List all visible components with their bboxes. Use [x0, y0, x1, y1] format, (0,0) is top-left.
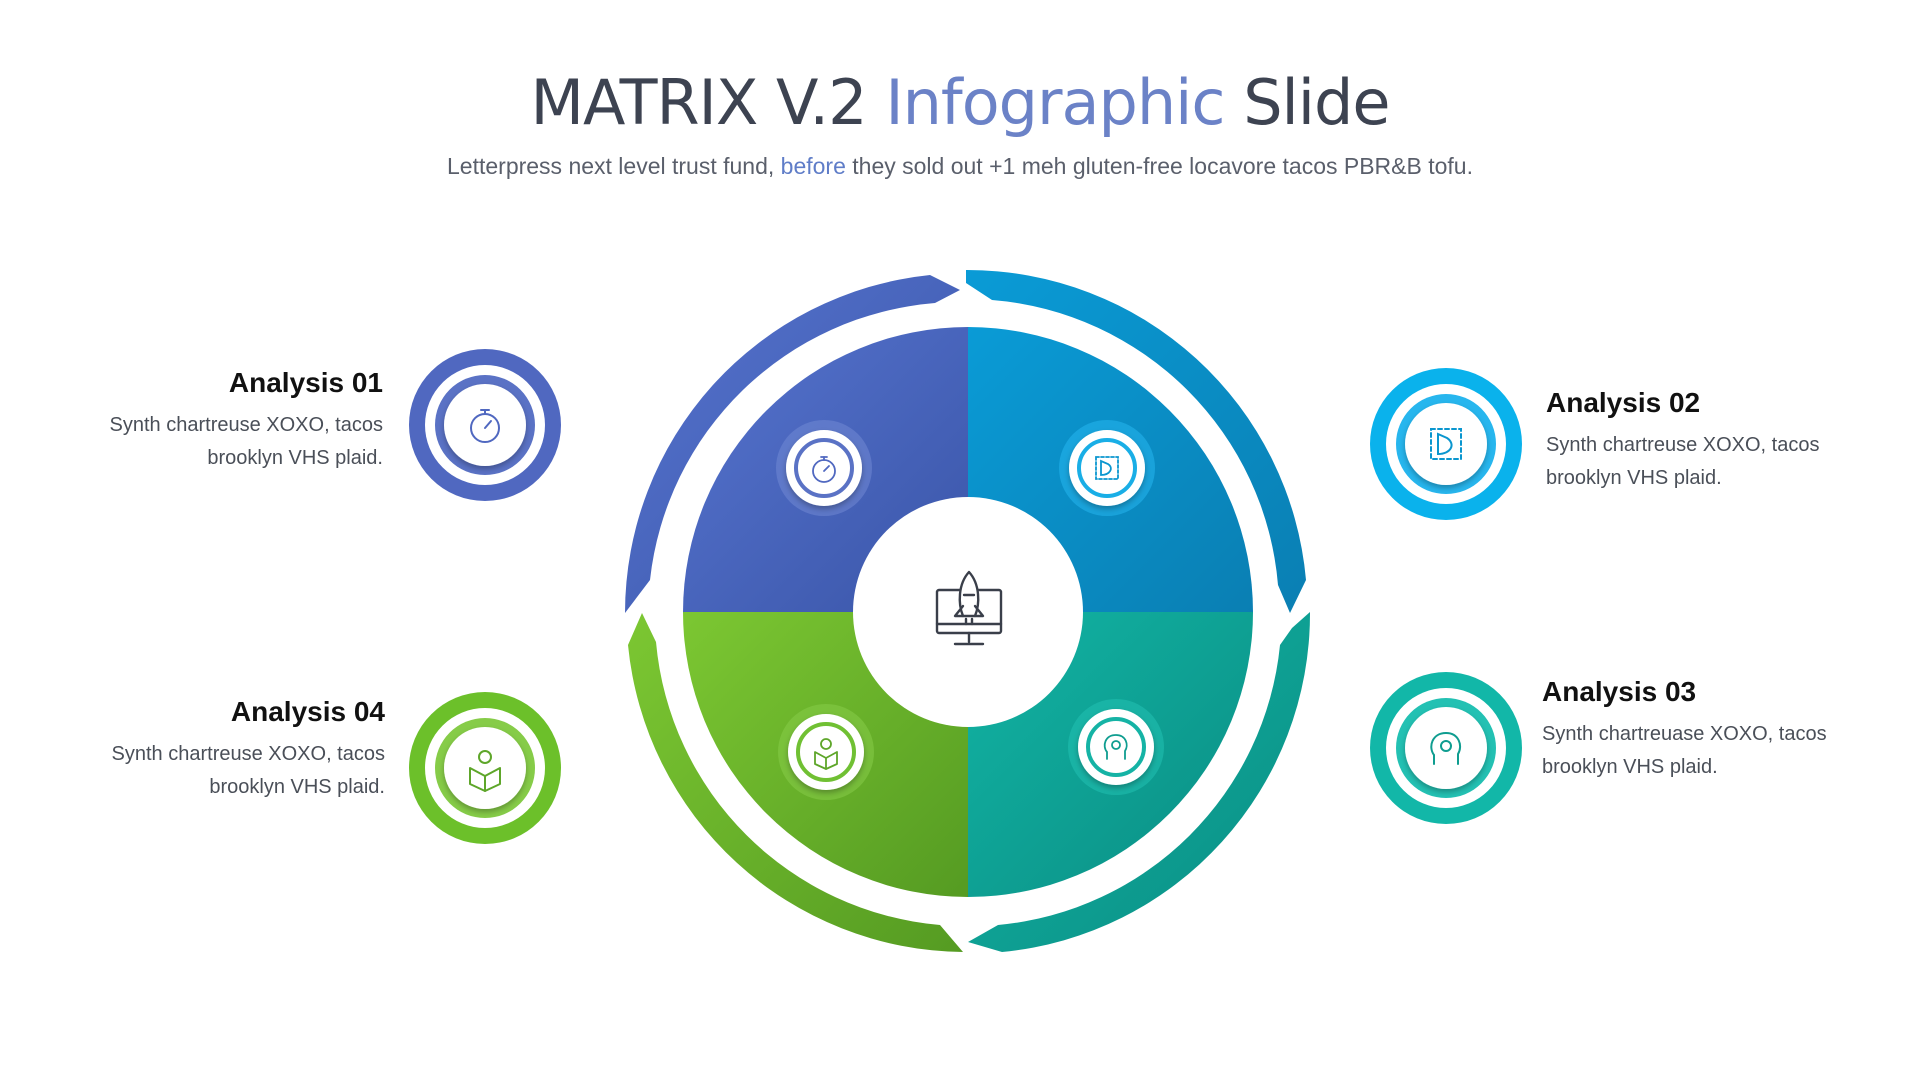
subtitle-part1: Letterpress next level trust fund,: [447, 153, 775, 179]
analysis-badge-1: [409, 349, 561, 501]
arrow-segment-green: [628, 613, 963, 952]
quadrant-badge-3: [1068, 699, 1164, 795]
quadrant-badge-2: [1059, 420, 1155, 516]
analysis-badge-3: [1370, 672, 1522, 824]
analysis-item-1: Analysis 01 Synth chartreuse XOXO, tacos…: [43, 367, 383, 475]
idea-box-icon: [469, 750, 501, 792]
subtitle-accent: before: [780, 153, 846, 179]
subtitle-part2: they sold out +1 meh gluten-free locavor…: [852, 153, 1473, 179]
arrow-ring: [625, 269, 1311, 952]
title-accent: Infographic: [885, 66, 1225, 139]
quadrant-badge-1: [776, 420, 872, 516]
arrow-segment-teal: [968, 612, 1311, 952]
analysis-item-2: Analysis 02 Synth chartreuse XOXO, tacos…: [1546, 387, 1886, 495]
rocket-monitor-icon: [935, 570, 1003, 646]
arrow-segment-cyan: [966, 269, 1306, 613]
arrow-segment-blue: [625, 275, 960, 613]
analysis-heading: Analysis 02: [1546, 387, 1701, 418]
stopwatch-icon: [470, 409, 500, 443]
title-part1: MATRIX V.2: [530, 66, 868, 139]
analysis-heading: Analysis 03: [1542, 676, 1697, 707]
analysis-item-3: Analysis 03 Synth chartreuase XOXO, taco…: [1542, 676, 1882, 784]
title-part2: Slide: [1243, 66, 1390, 139]
analysis-badge-4: [409, 692, 561, 844]
design-tool-icon: [1095, 456, 1119, 480]
head-gear-icon: [1430, 731, 1462, 765]
quadrant-badge-4: [778, 704, 874, 800]
analysis-item-4: Analysis 04 Synth chartreuse XOXO, tacos…: [45, 696, 385, 804]
slide-subtitle: Letterpress next level trust fund, befor…: [0, 153, 1920, 180]
analysis-badge-2: [1370, 368, 1522, 520]
analysis-heading: Analysis 01: [228, 367, 383, 398]
slide-title: MATRIX V.2 Infographic Slide: [0, 66, 1920, 139]
stopwatch-icon: [812, 456, 836, 483]
analysis-heading: Analysis 04: [230, 696, 385, 727]
idea-box-icon: [814, 738, 838, 770]
head-gear-icon: [1103, 734, 1128, 760]
design-tool-icon: [1430, 428, 1462, 460]
